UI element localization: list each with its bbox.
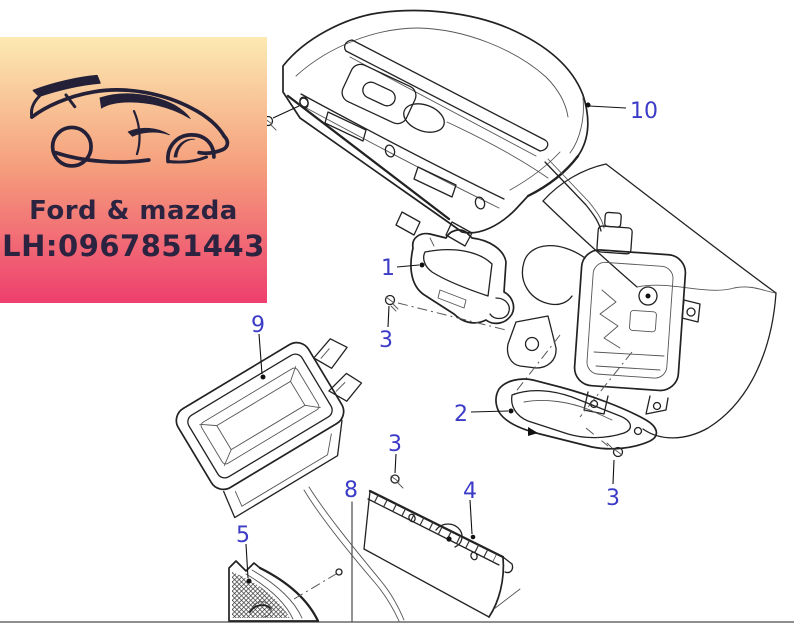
callout-3b: 3 [388,432,402,457]
callout-3a: 3 [379,328,393,353]
screw-3c [606,442,624,458]
part-9-housing-drawing [175,338,363,519]
callout-10: 10 [630,99,658,124]
part-2-tray-drawing [495,378,658,450]
callout-2: 2 [454,402,468,427]
watermark-phone-text: LH:0967851443 [2,228,265,263]
latch-mechanism-drawing [506,158,701,418]
callout-9: 9 [251,313,265,338]
part-8-line-drawing [303,486,405,622]
callout-4: 4 [463,479,477,504]
callout-1: 1 [381,256,395,281]
part-4-door-drawing [363,489,521,618]
screw-3b [390,474,404,489]
watermark-brand-text: Ford & mazda [29,196,238,226]
callouts: 10 1 3 9 2 3 3 8 4 5 [236,99,658,584]
screw-3a [384,294,507,331]
car-logo-icon [29,74,229,168]
callout-5: 5 [236,523,250,548]
callout-3c: 3 [606,486,620,511]
part-10-shelf-panel-drawing [282,9,589,247]
trim-panel-outline-drawing [542,163,777,439]
screw-top-left [262,96,309,131]
callout-8: 8 [344,478,358,503]
part-1-cover-drawing [410,229,515,325]
seller-watermark-card: Ford & mazda LH:0967851443 [0,37,267,303]
part-5-gusset-drawing [228,560,343,623]
